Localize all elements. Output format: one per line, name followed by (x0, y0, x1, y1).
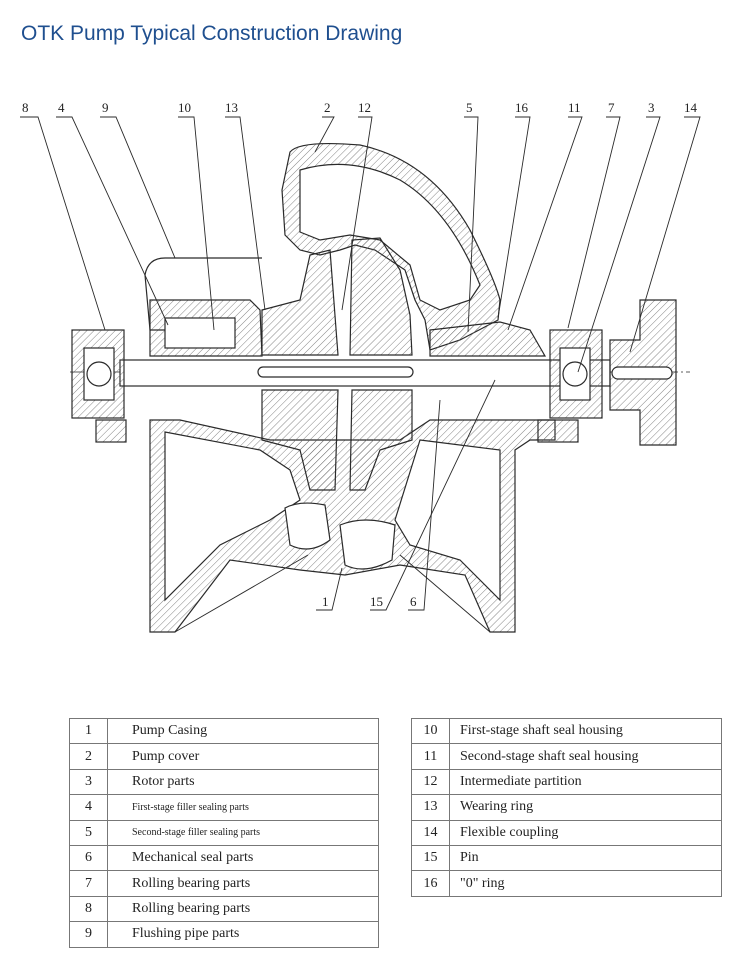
leader-8 (20, 116, 106, 331)
left-foot-flange (95, 419, 127, 443)
impeller-lower-right (349, 389, 413, 491)
leader-13 (225, 116, 266, 311)
callout-8: 8 (22, 100, 29, 115)
callout-9: 9 (102, 100, 109, 115)
pump-cover-passage (299, 163, 481, 311)
callout-7: 7 (608, 100, 615, 115)
leader-9 (100, 116, 176, 259)
leader-casing-left (174, 554, 309, 633)
left-bearing-ball (86, 361, 112, 387)
leader-10 (178, 116, 215, 331)
right-foot-flange (537, 419, 579, 443)
left-bearing-housing (71, 329, 125, 419)
callout-16: 16 (515, 100, 529, 115)
callout-2: 2 (324, 100, 331, 115)
leader-4 (56, 116, 169, 326)
leader-3 (577, 116, 661, 373)
callout-4: 4 (58, 100, 65, 115)
casing-suction-left (284, 502, 331, 550)
leader-11 (507, 116, 583, 331)
leader-6 (408, 399, 441, 611)
callout-5: 5 (466, 100, 473, 115)
impeller-upper-right (349, 237, 413, 356)
callout-15: 15 (370, 594, 383, 609)
casing-suction-right (339, 519, 396, 570)
callout-1: 1 (322, 594, 329, 609)
right-seal-housing (429, 321, 547, 357)
leader-7 (567, 116, 621, 329)
callout-12: 12 (358, 100, 371, 115)
callout-13: 13 (225, 100, 238, 115)
casing-right-cavity (394, 439, 501, 602)
leader-12 (341, 116, 373, 311)
shaft (119, 359, 611, 387)
callout-10: 10 (178, 100, 191, 115)
callout-3: 3 (648, 100, 655, 115)
leader-16 (497, 116, 531, 319)
table-row: 16"0" ring (411, 870, 722, 897)
leader-casing-right (399, 554, 491, 633)
leader-5 (464, 116, 479, 333)
page-title: OTK Pump Typical Construction Drawing (21, 22, 403, 45)
callout-6: 6 (410, 594, 417, 609)
leader-14 (629, 116, 701, 353)
coupling-bore (611, 366, 673, 380)
leader-2 (314, 116, 335, 153)
right-bearing-ball (562, 361, 588, 387)
shaft-keyway (257, 366, 414, 378)
callout-11: 11 (568, 100, 581, 115)
leader-1 (316, 567, 343, 611)
callout-14: 14 (684, 100, 698, 115)
right-bearing (559, 347, 591, 401)
pump-cross-section-drawing: 8 4 9 10 13 2 12 5 16 11 7 3 14 1 15 6 (20, 100, 701, 633)
impeller-lower-left (261, 389, 339, 491)
left-bearing (83, 347, 115, 401)
left-packing (164, 317, 236, 349)
leader-15 (370, 379, 496, 611)
impeller-upper-left (261, 249, 339, 356)
